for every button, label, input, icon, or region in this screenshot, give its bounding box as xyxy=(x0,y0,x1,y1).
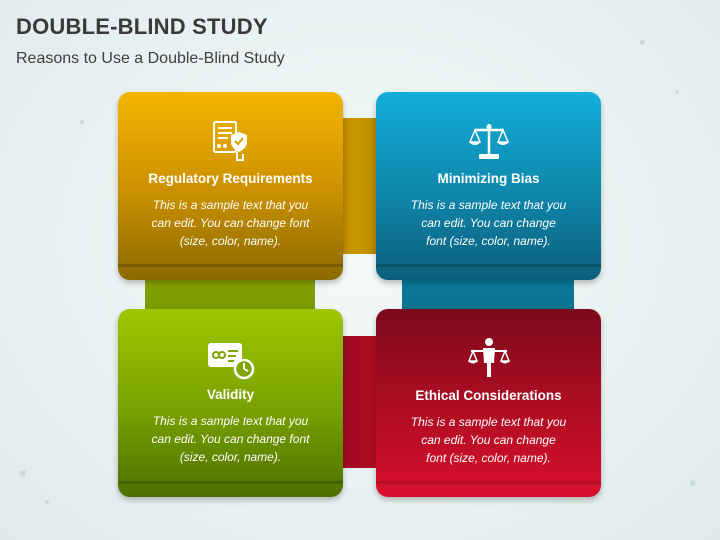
card-heading: Validity xyxy=(206,387,255,402)
card-body-line: can edit. You can change xyxy=(421,433,556,447)
background-dot xyxy=(45,500,49,504)
card-body-line: (size, color, name). xyxy=(179,450,282,464)
card-body: This is a sample text that you can edit.… xyxy=(143,196,318,250)
card-body: This is a sample text that you can edit.… xyxy=(401,196,576,250)
card-heading: Regulatory Requirements xyxy=(148,171,313,186)
background-dot xyxy=(675,90,679,94)
card-validity: Validity This is a sample text that you … xyxy=(118,309,343,497)
card-heading: Ethical Considerations xyxy=(415,388,562,403)
card-edge xyxy=(118,481,343,484)
card-minimizing-bias: Minimizing Bias This is a sample text th… xyxy=(376,92,601,280)
document-shield-icon xyxy=(212,121,247,161)
card-ethical-considerations: Ethical Considerations This is a sample … xyxy=(376,309,601,497)
background-dot xyxy=(20,470,26,476)
card-body-line: This is a sample text that you xyxy=(152,198,309,212)
card-body-line: This is a sample text that you xyxy=(410,198,567,212)
card-body-line: can edit. You can change font xyxy=(151,216,310,230)
card-body-line: This is a sample text that you xyxy=(410,415,567,429)
card-edge xyxy=(376,264,601,267)
card-edge xyxy=(118,264,343,267)
card-regulatory-requirements: Regulatory Requirements This is a sample… xyxy=(118,92,343,280)
id-card-clock-icon xyxy=(207,343,254,380)
card-body: This is a sample text that you can edit.… xyxy=(143,412,318,466)
card-body-line: (size, color, name). xyxy=(179,234,282,248)
card-body-line: can edit. You can change xyxy=(421,216,556,230)
card-body-line: can edit. You can change font xyxy=(151,432,310,446)
card-heading: Minimizing Bias xyxy=(437,171,540,186)
background-dot xyxy=(80,120,84,124)
card-body: This is a sample text that you can edit.… xyxy=(401,413,576,467)
card-body-line: This is a sample text that you xyxy=(152,414,309,428)
card-body-line: font (size, color, name). xyxy=(426,451,551,465)
person-scale-icon xyxy=(467,338,510,377)
background-dot xyxy=(690,480,696,486)
balance-scale-icon xyxy=(468,124,509,159)
background-dot xyxy=(640,40,645,45)
card-body-line: font (size, color, name). xyxy=(426,234,551,248)
slide-title: DOUBLE-BLIND STUDY xyxy=(16,14,268,39)
card-edge xyxy=(376,481,601,484)
slide-subtitle: Reasons to Use a Double-Blind Study xyxy=(16,50,285,67)
